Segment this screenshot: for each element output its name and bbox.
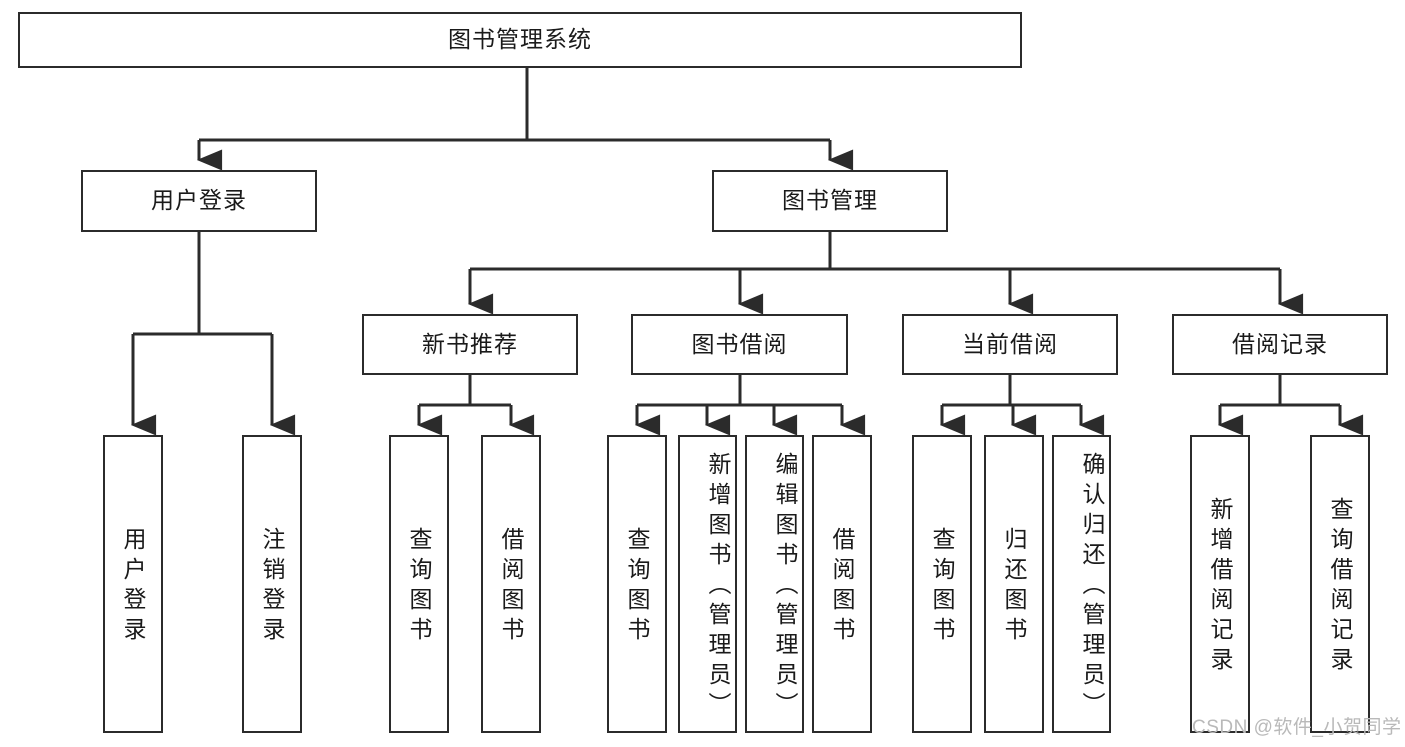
node-leaf-query-book-2[interactable]: 查询图书 (607, 435, 667, 733)
node-leaf-query-book-2-label: 查询图书 (624, 527, 650, 647)
node-book-borrow[interactable]: 图书借阅 (631, 314, 848, 375)
node-leaf-add-borrow-record[interactable]: 新增借阅记录 (1190, 435, 1250, 733)
node-leaf-confirm-return-admin[interactable]: 确认归还（管理员） (1052, 435, 1111, 733)
node-leaf-borrow-book-1-label: 借阅图书 (498, 527, 524, 647)
node-leaf-query-book-1[interactable]: 查询图书 (389, 435, 449, 733)
node-root[interactable]: 图书管理系统 (18, 12, 1022, 68)
node-leaf-edit-book-admin[interactable]: 编辑图书（管理员） (745, 435, 804, 733)
node-borrow-record[interactable]: 借阅记录 (1172, 314, 1388, 375)
node-leaf-return-book-label: 归还图书 (1001, 527, 1027, 647)
node-leaf-query-book-3[interactable]: 查询图书 (912, 435, 972, 733)
node-current-borrow[interactable]: 当前借阅 (902, 314, 1118, 375)
node-leaf-borrow-book-2-label: 借阅图书 (829, 527, 855, 647)
node-leaf-user-login-label: 用户登录 (120, 527, 146, 647)
node-leaf-borrow-book-2[interactable]: 借阅图书 (812, 435, 872, 733)
node-leaf-user-logout-label: 注销登录 (259, 527, 285, 647)
node-leaf-query-borrow-record[interactable]: 查询借阅记录 (1310, 435, 1370, 733)
csdn-watermark: CSDN @软件_小贺同学 (1192, 717, 1402, 738)
node-new-book-recommend[interactable]: 新书推荐 (362, 314, 578, 375)
node-book-manage-label: 图书管理 (782, 187, 878, 214)
node-book-borrow-label: 图书借阅 (691, 330, 788, 357)
node-leaf-query-book-3-label: 查询图书 (929, 527, 955, 647)
node-leaf-user-login[interactable]: 用户登录 (103, 435, 163, 733)
node-root-label: 图书管理系统 (448, 26, 592, 53)
node-leaf-add-book-admin[interactable]: 新增图书（管理员） (678, 435, 737, 733)
node-borrow-record-label: 借阅记录 (1232, 330, 1328, 357)
node-user-login-label: 用户登录 (151, 187, 247, 214)
node-leaf-add-borrow-record-label: 新增借阅记录 (1207, 497, 1233, 677)
node-user-login[interactable]: 用户登录 (81, 170, 317, 232)
node-leaf-borrow-book-1[interactable]: 借阅图书 (481, 435, 541, 733)
node-leaf-confirm-return-admin-label: 确认归还（管理员） (1079, 452, 1105, 722)
node-leaf-query-borrow-record-label: 查询借阅记录 (1327, 497, 1353, 677)
node-leaf-add-book-admin-label: 新增图书（管理员） (705, 452, 731, 722)
node-leaf-query-book-1-label: 查询图书 (406, 527, 432, 647)
node-book-manage[interactable]: 图书管理 (712, 170, 948, 232)
node-leaf-edit-book-admin-label: 编辑图书（管理员） (772, 452, 798, 722)
node-current-borrow-label: 当前借阅 (962, 330, 1058, 357)
node-leaf-return-book[interactable]: 归还图书 (984, 435, 1044, 733)
node-leaf-user-logout[interactable]: 注销登录 (242, 435, 302, 733)
node-new-book-recommend-label: 新书推荐 (422, 330, 518, 357)
